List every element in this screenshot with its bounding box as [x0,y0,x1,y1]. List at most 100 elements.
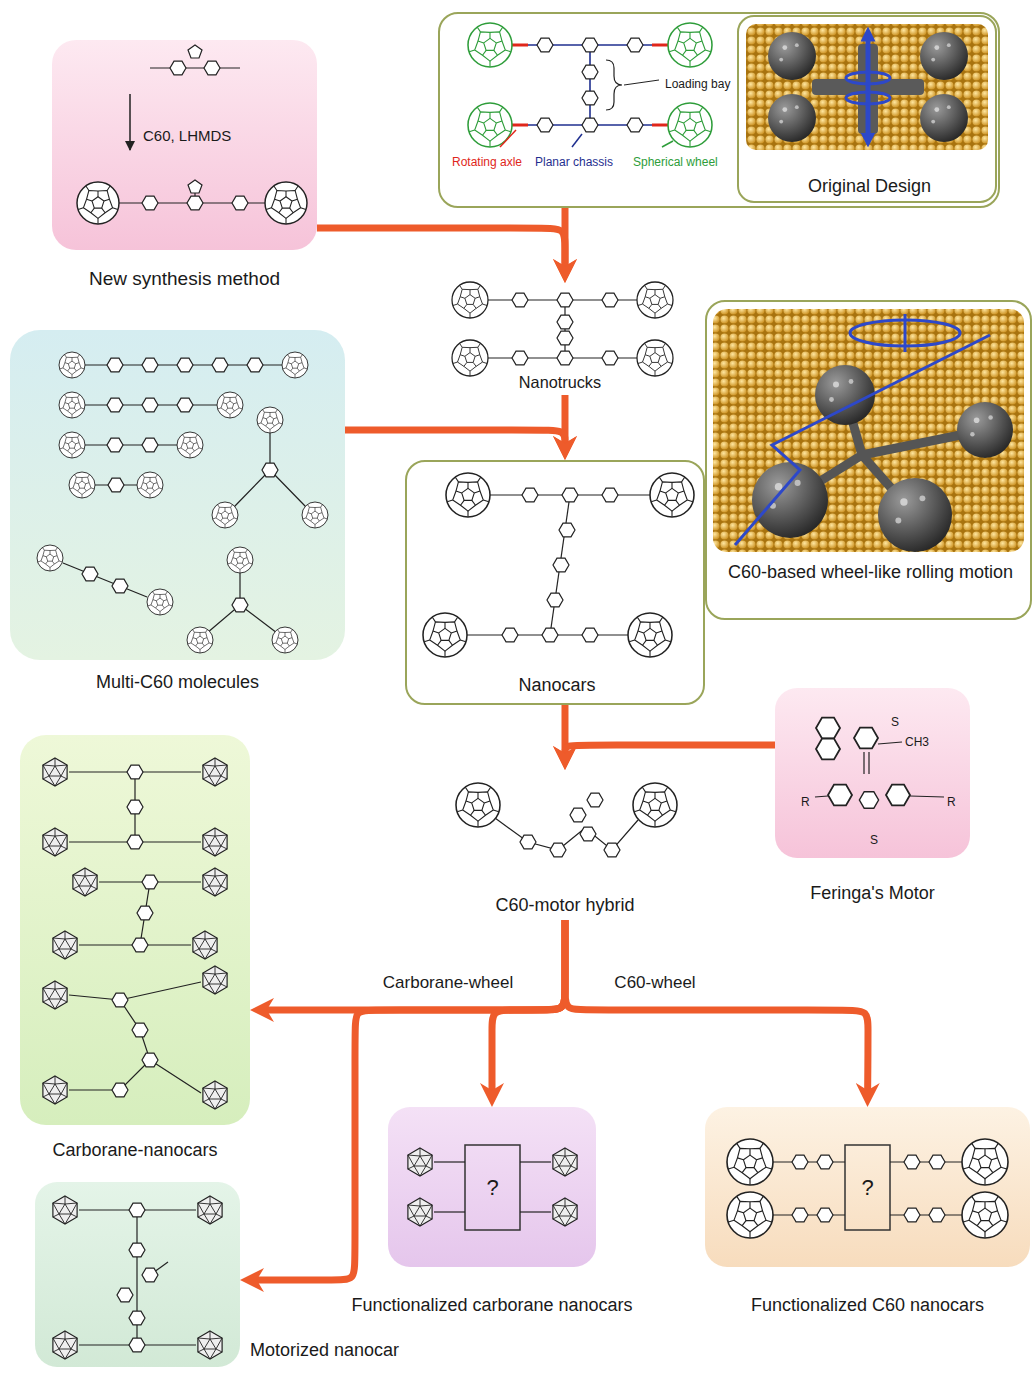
molecule-node: Nanotrucks [440,283,680,395]
carborane-nanocar-structures [132,938,148,952]
carborane-nanocar-structures [112,993,128,1007]
nanocar-structure [490,494,650,495]
nanocar-structure [423,613,467,657]
original-design-structure [652,44,670,47]
process-box: C60, LHMDSNew synthesis method [52,40,317,250]
node-text: Nanotrucks [519,373,601,393]
original-design-structure [512,45,668,125]
rolling-render [713,309,1024,552]
synthesis-scheme [187,196,203,210]
text-slot: Nanocars [407,675,707,697]
text-slot: C60-motor hybrid [445,895,685,917]
nanocar-structure [550,495,570,635]
original-design-structure [624,80,659,85]
carborane-nanocar-structures [43,981,67,1009]
original-design-structure [582,91,598,105]
functionalized-fullerene-structure [962,1139,1008,1185]
nanotruck-structure [637,340,673,376]
synthesis-scheme [194,193,195,197]
original-design-structure [510,45,670,125]
edge-label: Carborane-wheel [379,973,517,993]
functionalized-fullerene-structure [904,1155,920,1169]
original-design-structure [627,38,643,52]
functionalized-carborane-structure [408,1198,432,1226]
nanotruck-structure [557,293,573,307]
synthesis-scheme [188,180,202,193]
text-slot: ? [465,1175,520,1201]
synthesis-scheme [129,94,131,150]
functionalized-carborane-structure [465,1145,520,1230]
nanocar-structure [467,495,650,635]
motor-structure [878,742,902,744]
synthesis-scheme [150,67,240,68]
multi-fullerene-structures [63,365,306,633]
motor-hybrid-structure [456,783,500,827]
multi-fullerene-structures [107,438,123,452]
functionalized-fullerene-structure [929,1208,945,1222]
node-text: C60-based wheel-like rolling motion [728,562,1013,584]
multi-fullerene-structures [212,502,238,528]
motor-structure [828,785,852,806]
text-slot: New synthesis method [12,268,357,291]
multi-fullerene-structures [59,352,85,378]
original-design-structure [537,118,553,132]
text-slot: Original Design [737,176,1002,198]
motorized-nanocar-structure [129,1338,145,1352]
functionalized-fullerene-structure [792,1155,808,1169]
flow-arrow [561,208,568,269]
functionalized-carborane-structure [408,1148,432,1176]
motorized-nanocar-structure [79,1210,196,1345]
nanocar-structure [446,473,490,517]
carborane-nanocar-structures [127,800,143,814]
original-design-render [746,24,988,150]
nanocar-structure [628,613,672,657]
synthesis-scheme [77,182,119,224]
node-text: Planar chassis [535,155,613,169]
multi-fullerene-structures [177,398,193,412]
motor-hybrid-structure [580,827,596,841]
motorized-nanocar-structure [129,1203,145,1217]
carborane-nanocar-structures [43,1076,67,1104]
text-slot: Nanotrucks [440,373,680,393]
rolling-render [815,365,875,425]
motor-hybrid-structure [587,793,603,807]
text-slot: ? [845,1175,890,1201]
multi-fullerene-structures [234,433,306,507]
motorized-nanocar-structure [129,1311,145,1325]
motor-structure [816,718,840,739]
nanotruck-structure [637,282,673,318]
flow-arrow [565,920,868,1093]
multi-fullerene-structures [212,358,228,372]
original-design-structure [582,118,598,132]
text-slot: CH3 [905,732,939,750]
carborane-nanocar-structures [53,931,77,959]
functionalized-fullerene-structure [727,1139,773,1185]
original-design-structure [512,44,668,46]
fullerene-box: ?Functionalized C60 nanocars [705,1107,1030,1267]
original-design-render [866,34,871,140]
multi-fullerene-structures [85,364,282,365]
functionalized-fullerene-structure [792,1208,808,1222]
node-text: C60-motor hybrid [495,895,634,917]
node-text: S [870,833,878,847]
multi-fullerene-structures [177,432,203,458]
motorized-nanocar-structure [198,1196,222,1224]
functionalized-fullerene-structure [773,1161,845,1162]
synthesis-scheme [142,196,158,210]
multi-fullerene-structures [85,404,217,405]
functionalized-carborane-structure [434,1211,465,1212]
multi-fullerene-structures [107,358,123,372]
carborane-nanocar-structures [43,758,67,786]
multi-fullerene-structures [207,573,277,633]
node-text: Spherical wheel [633,155,718,169]
multi-fullerene-structures [137,472,163,498]
motorized-nanocar-structure [136,1210,137,1345]
text-slot: Loading bay [665,74,745,92]
carborane-nanocar-structures [69,771,201,772]
synthesis-scheme [232,196,248,210]
original-design-structure [572,134,582,147]
motorized-nanocar-structure [53,1196,77,1224]
carborane-nanocar-structures [203,1081,227,1109]
motor-hybrid-structure [456,783,677,857]
